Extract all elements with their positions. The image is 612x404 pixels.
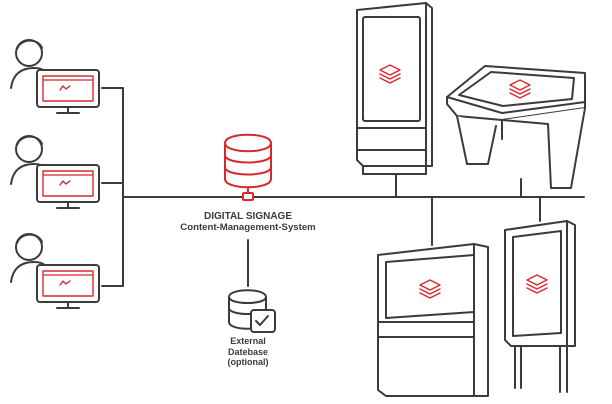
wall-display: [377, 243, 489, 397]
table-kiosk-display: [446, 65, 586, 189]
external-db-label: External Datebase (optional): [206, 336, 290, 368]
cms-title: DIGITAL SIGNAGE: [204, 211, 292, 222]
stacked-layers-icon: [509, 79, 531, 99]
external-db-line-2: Datebase: [227, 346, 269, 357]
cms-label: DIGITAL SIGNAGE Content-Management-Syste…: [148, 211, 348, 233]
workstations-bus: [101, 87, 124, 287]
external-db-line-1: External: [230, 336, 266, 346]
standing-kiosk-display: [356, 2, 433, 175]
computer-monitor-icon: [36, 164, 100, 209]
computer-monitor-icon: [36, 264, 100, 309]
external-db-line-3: (optional): [227, 357, 269, 367]
computer-monitor-icon: [36, 69, 100, 114]
stand-display: [504, 220, 576, 393]
workstation-2: [10, 135, 100, 209]
cms-subtitle: Content-Management-System: [180, 222, 316, 233]
stacked-layers-icon: [379, 64, 401, 84]
database-server-icon: [224, 133, 272, 201]
workstation-3: [10, 233, 100, 309]
database-check-icon: [228, 289, 276, 333]
connection-lines: [101, 87, 585, 287]
workstation-1: [10, 39, 100, 114]
stacked-layers-icon: [526, 274, 548, 294]
stacked-layers-icon: [419, 279, 441, 299]
